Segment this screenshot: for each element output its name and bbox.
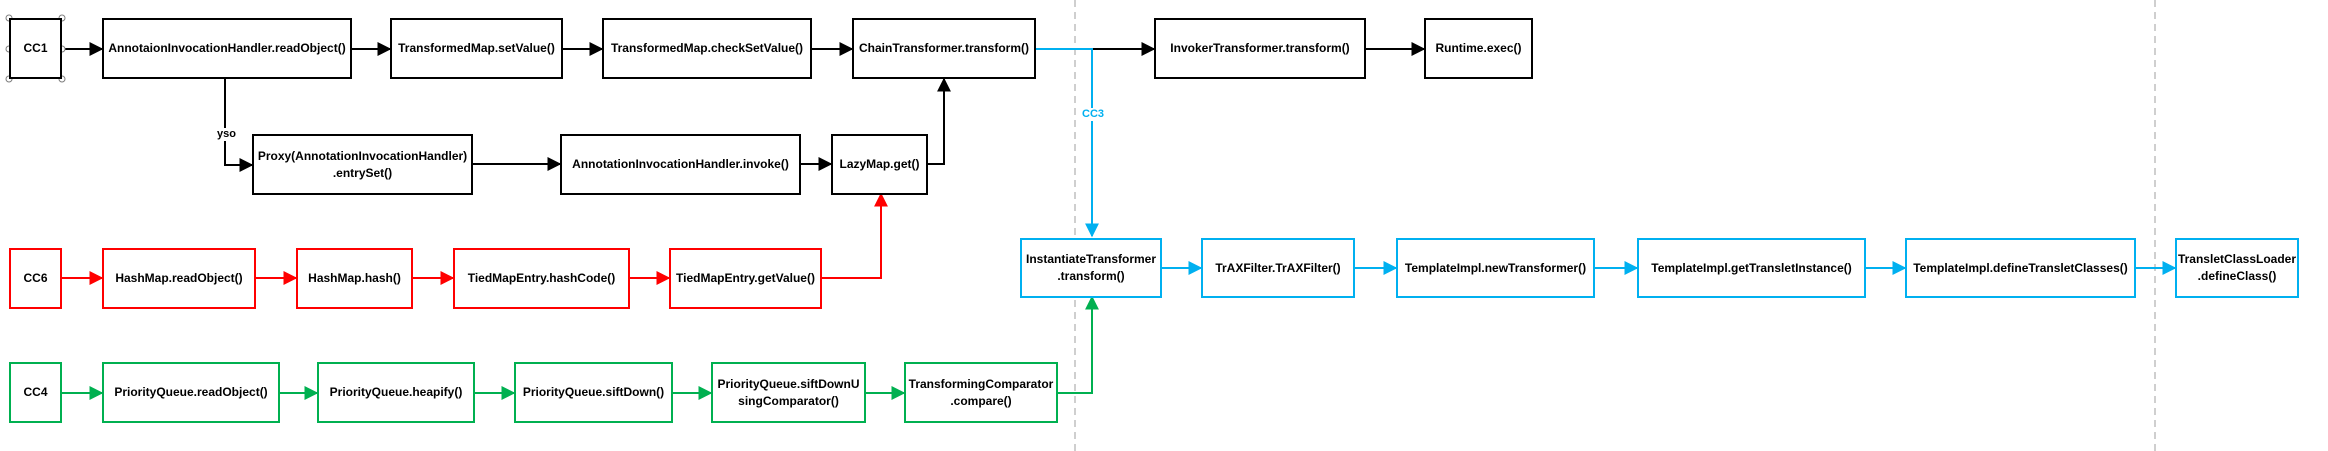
edge-annotation-readobject-proxy (224, 79, 254, 172)
node-templateimpl-definetransletclasses[interactable]: TemplateImpl.defineTransletClasses() (1905, 238, 2136, 298)
node-instantiatetransformer-transform[interactable]: InstantiateTransformer .transform() (1020, 238, 1162, 298)
node-tiedmapentry-getvalue[interactable]: TiedMapEntry.getValue() (669, 248, 822, 309)
node-transletclassloader-defineclass[interactable]: TransletClassLoader .defineClass() (2175, 238, 2299, 298)
node-priorityqueue-readobject[interactable]: PriorityQueue.readObject() (102, 362, 280, 423)
edge-label-cc3: CC3 (1080, 108, 1107, 121)
edge-transformingcomparator-instantiate (1058, 295, 1099, 394)
node-cc6[interactable]: CC6 (9, 248, 62, 309)
node-hashmap-readobject[interactable]: HashMap.readObject() (102, 248, 256, 309)
node-cc1[interactable]: CC1 (9, 18, 62, 79)
node-traxfilter[interactable]: TrAXFilter.TrAXFilter() (1201, 238, 1355, 298)
node-transformingcomparator-compare[interactable]: TransformingComparator .compare() (904, 362, 1058, 423)
node-runtime-exec[interactable]: Runtime.exec() (1424, 18, 1533, 79)
node-priorityqueue-siftdown[interactable]: PriorityQueue.siftDown() (514, 362, 673, 423)
edge-label-yso: yso (215, 128, 238, 141)
node-annotation-invocation-handler-readobject[interactable]: AnnotaionInvocationHandler.readObject() (102, 18, 352, 79)
edge-getvalue-lazymap (822, 192, 888, 279)
node-tiedmapentry-hashcode[interactable]: TiedMapEntry.hashCode() (453, 248, 630, 309)
edge-chaintransformer-cc3 (1036, 48, 1099, 238)
node-transformedmap-setvalue[interactable]: TransformedMap.setValue() (390, 18, 563, 79)
node-transformedmap-checksetvalue[interactable]: TransformedMap.checkSetValue() (602, 18, 812, 79)
node-hashmap-hash[interactable]: HashMap.hash() (296, 248, 413, 309)
node-templateimpl-newtransformer[interactable]: TemplateImpl.newTransformer() (1396, 238, 1595, 298)
node-lazymap-get[interactable]: LazyMap.get() (831, 134, 928, 195)
node-cc4[interactable]: CC4 (9, 362, 62, 423)
edge-lazymap-chaintransformer (928, 77, 951, 165)
node-proxy-entryset[interactable]: Proxy(AnnotationInvocationHandler) .entr… (252, 134, 473, 195)
node-templateimpl-gettransletinstance[interactable]: TemplateImpl.getTransletInstance() (1637, 238, 1866, 298)
node-chaintransformer-transform[interactable]: ChainTransformer.transform() (852, 18, 1036, 79)
node-priorityqueue-siftdownusingcomparator[interactable]: PriorityQueue.siftDownU singComparator() (711, 362, 866, 423)
node-annotation-invocation-handler-invoke[interactable]: AnnotationInvocationHandler.invoke() (560, 134, 801, 195)
node-priorityqueue-heapify[interactable]: PriorityQueue.heapify() (317, 362, 475, 423)
node-invokertransformer-transform[interactable]: InvokerTransformer.transform() (1154, 18, 1366, 79)
